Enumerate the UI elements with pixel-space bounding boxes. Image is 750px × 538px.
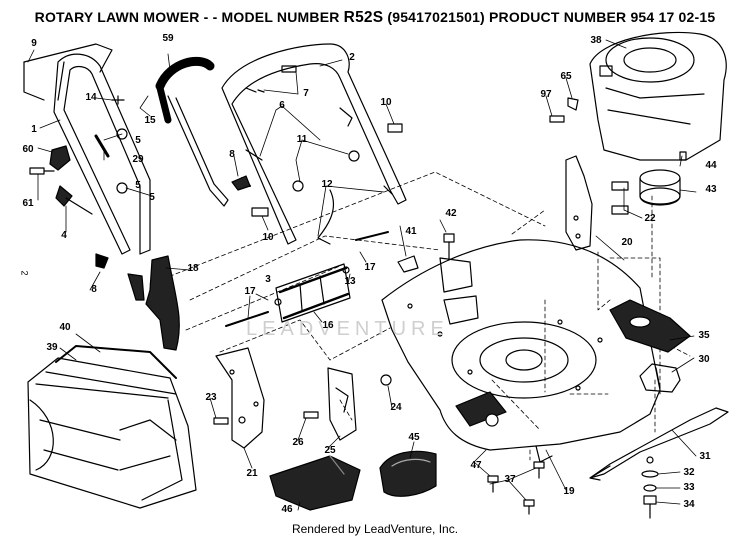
blade-center-hole — [646, 456, 654, 464]
callout-31: 31 — [699, 451, 711, 462]
handle-knobs — [231, 175, 251, 191]
callout-46: 46 — [281, 504, 293, 515]
callout-8b: 8 — [91, 284, 97, 295]
callout-38: 38 — [590, 35, 602, 46]
callout-10b: 10 — [380, 97, 392, 108]
title-suffix: (95417021501) PRODUCT NUMBER 954 17 02-1… — [383, 9, 716, 25]
lower-handle-left — [53, 53, 151, 255]
callout-10a: 10 — [262, 232, 274, 243]
callout-12: 12 — [321, 179, 333, 190]
blade-adapter-30 — [639, 363, 681, 393]
engine-38 — [589, 31, 727, 161]
callout-20: 20 — [621, 237, 633, 248]
callout-37: 37 — [504, 474, 516, 485]
callout-23: 23 — [205, 392, 217, 403]
callout-60: 60 — [22, 144, 34, 155]
callout-47: 47 — [470, 460, 482, 471]
callout-leader-lines — [27, 39, 697, 511]
mower-deck-19 — [381, 239, 661, 463]
callout-26: 26 — [292, 437, 304, 448]
footer-credit: Rendered by LeadVenture, Inc. — [291, 522, 459, 536]
title-model: R52S — [343, 9, 384, 26]
watermark: LEADVENTURE — [246, 318, 449, 340]
callout-35: 35 — [698, 330, 710, 341]
callout-42: 42 — [445, 208, 457, 219]
callout-6: 6 — [279, 100, 285, 111]
callout-2: 2 — [349, 52, 355, 63]
callout-30: 30 — [698, 354, 710, 365]
wheel-bracket-21 — [215, 347, 265, 449]
side-discharge-45 — [379, 450, 437, 497]
part-65 — [567, 97, 579, 111]
callout-9: 9 — [31, 38, 37, 49]
handle-wire-9 — [23, 43, 113, 101]
callout-17a: 17 — [364, 262, 376, 273]
callout-3: 3 — [265, 274, 271, 285]
upper-handle-right — [221, 43, 407, 245]
callout-44: 44 — [705, 160, 717, 171]
callout-97: 97 — [540, 89, 552, 100]
callout-4: 4 — [61, 230, 67, 241]
assembly-guide-lines — [149, 171, 691, 461]
callout-7: 7 — [303, 88, 309, 99]
pulley-43 — [639, 169, 681, 206]
callout-33: 33 — [683, 482, 695, 493]
handle-grip-59 — [155, 56, 229, 207]
callout-24: 24 — [390, 402, 402, 413]
hardware-bolts — [29, 65, 687, 519]
callout-25: 25 — [324, 445, 336, 456]
mulch-plug-46 — [269, 455, 361, 511]
callout-39: 39 — [46, 342, 58, 353]
door-assembly-16 — [274, 263, 351, 323]
cable-assembly — [317, 185, 393, 245]
callout-29: 29 — [132, 154, 144, 165]
title-prefix: ROTARY LAWN MOWER - - MODEL NUMBER — [34, 9, 344, 25]
callout-43: 43 — [705, 184, 717, 195]
callout-65: 65 — [560, 71, 572, 82]
callout-5a: 5 — [135, 135, 141, 146]
callout-41: 41 — [405, 226, 417, 237]
callout-15: 15 — [144, 115, 156, 126]
callout-11: 11 — [296, 134, 308, 145]
callout-34: 34 — [683, 499, 695, 510]
rear-deflector-18 — [127, 255, 180, 351]
blade-31 — [589, 407, 729, 481]
callout-13: 13 — [344, 276, 356, 287]
grass-catcher-39 — [27, 345, 197, 509]
callout-8a: 8 — [229, 149, 235, 160]
height-bracket-20 — [565, 155, 593, 251]
wheel-bracket-25 — [327, 367, 357, 441]
callout-59: 59 — [162, 33, 174, 44]
callout-21: 21 — [246, 468, 258, 479]
side-mark: 2 — [19, 270, 30, 276]
callout-40: 40 — [59, 322, 71, 333]
callout-32: 32 — [683, 467, 695, 478]
callout-18: 18 — [187, 263, 199, 274]
callout-17b: 17 — [244, 286, 256, 297]
blade-adapter-35 — [609, 299, 691, 353]
callout-45: 45 — [408, 432, 420, 443]
callout-61: 61 — [22, 198, 34, 209]
callout-5c: 5 — [135, 180, 141, 191]
callout-19: 19 — [563, 486, 575, 497]
callout-5b: 5 — [149, 192, 155, 203]
callout-22a: 22 — [644, 213, 656, 224]
callout-16: 16 — [322, 320, 334, 331]
callout-1: 1 — [31, 124, 37, 135]
part-41 — [397, 255, 419, 273]
throttle-controls — [49, 134, 110, 215]
callout-14: 14 — [85, 92, 97, 103]
diagram-title: ROTARY LAWN MOWER - - MODEL NUMBER R52S … — [0, 9, 750, 27]
